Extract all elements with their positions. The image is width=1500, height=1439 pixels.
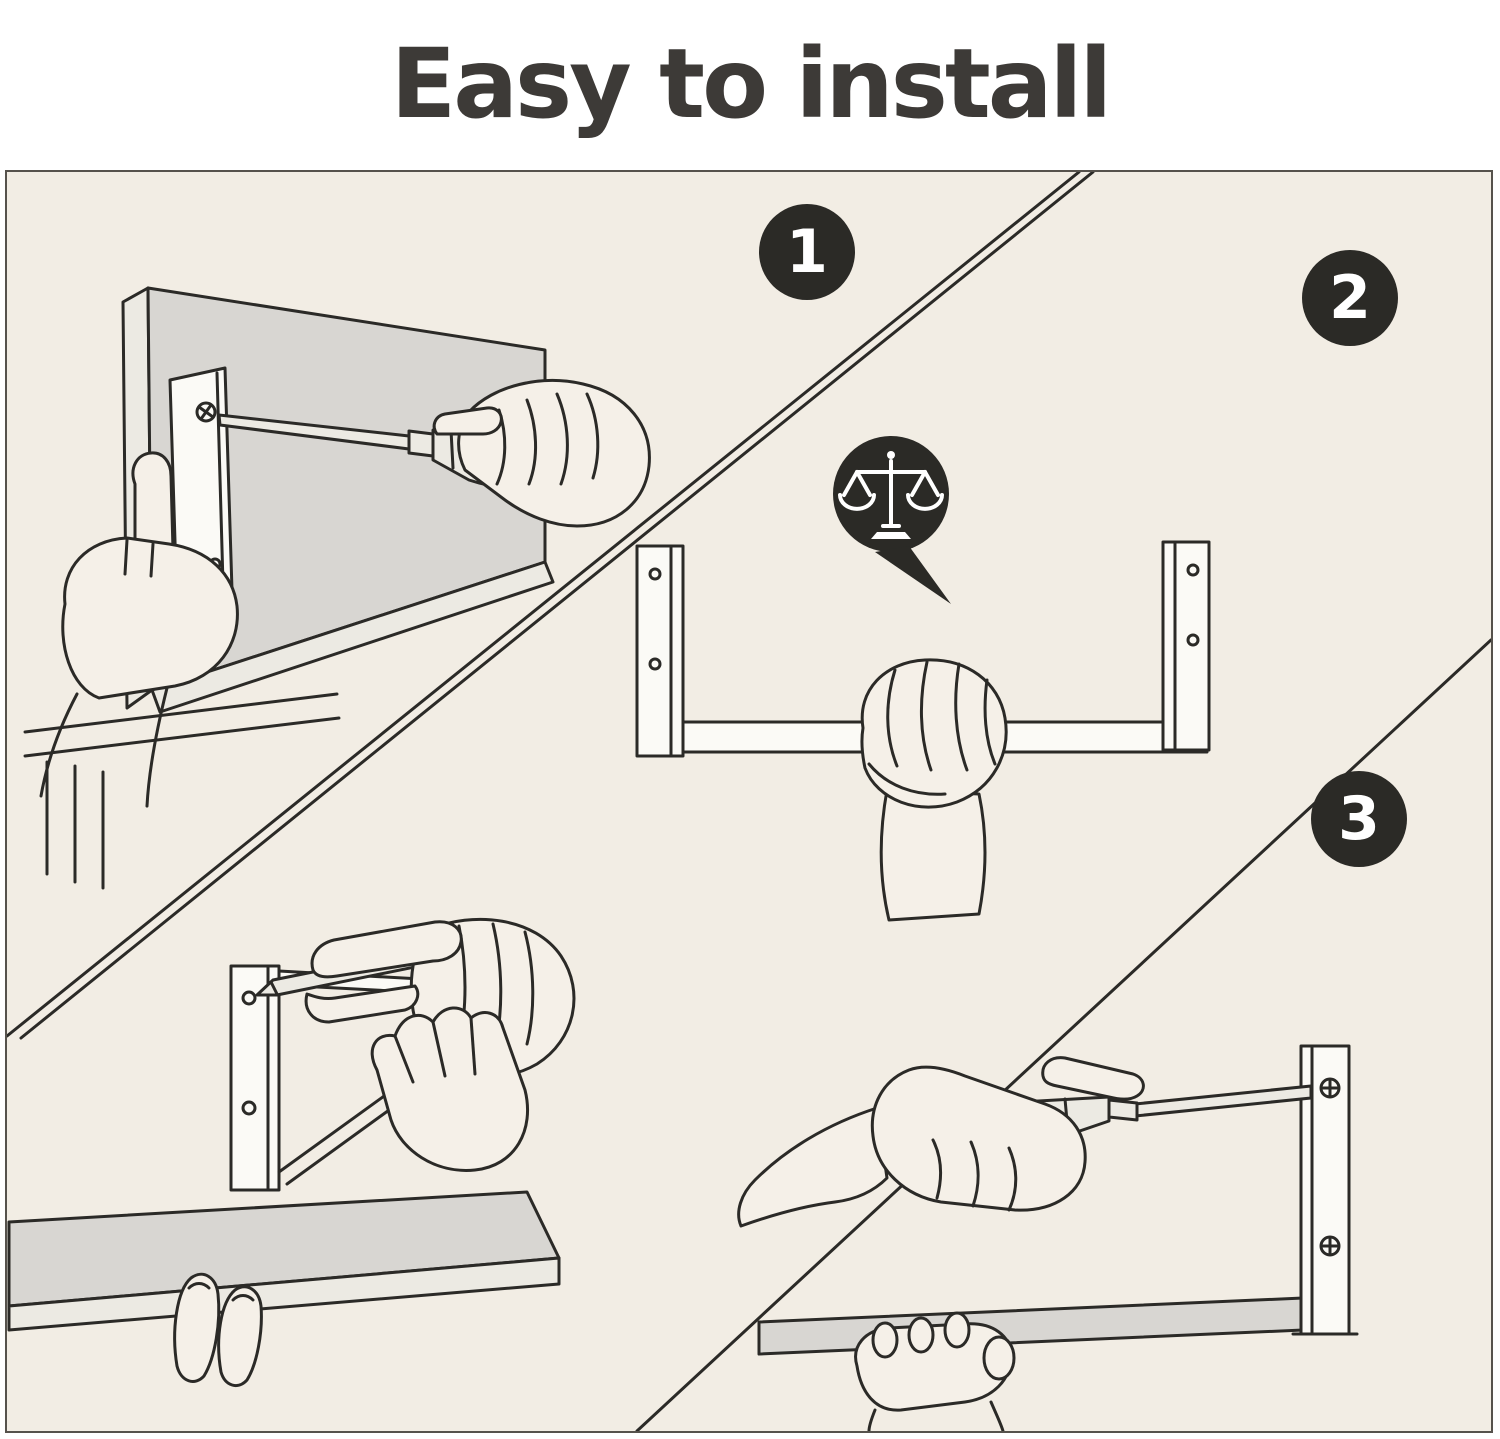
hand-holding-board [39,451,239,808]
step-1-badge: 1 [759,204,855,300]
marking-illustration [7,917,576,1388]
hand-holding-bar [854,1311,1016,1431]
step-2-badge: 2 [1302,250,1398,346]
right-bracket [1161,540,1211,752]
step-2-number: 2 [1329,263,1371,333]
shelf-board [7,1190,561,1332]
wall-bracket [1291,1044,1359,1336]
hand-holding-screwdriver [432,379,651,528]
install-panel: 1 2 3 [5,170,1493,1433]
step-1-number: 1 [786,217,828,287]
page-title: Easy to install [390,28,1113,140]
screw-icon [195,401,217,423]
fingertips-holding-shelf [173,1272,263,1388]
step-3-badge: 3 [1311,771,1407,867]
screw-icon-top [1319,1077,1341,1099]
left-bracket [635,544,685,758]
screw-icon-bottom [1319,1235,1341,1257]
page-header: Easy to install [0,0,1500,168]
furniture-corner [23,692,341,890]
balance-scale-icon [838,451,944,539]
hand-gripping-bar [860,658,1008,922]
step2-illustration [635,436,1211,922]
level-check-bubble [833,436,951,604]
open-hand [370,1006,530,1172]
step1-illustration [23,286,651,890]
step3-illustration [737,1044,1359,1431]
step-3-number: 3 [1338,784,1380,854]
hand-driving-screw [737,1056,1145,1228]
install-diagram [7,172,1491,1431]
